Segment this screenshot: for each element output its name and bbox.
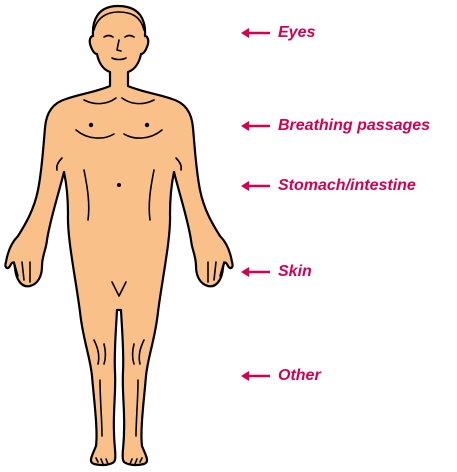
- left-arrow-icon: [240, 26, 270, 40]
- human-body-figure: [0, 0, 240, 467]
- left-arrow-icon: [240, 119, 270, 133]
- label-skin: Skin: [278, 263, 312, 281]
- label-eyes: Eyes: [278, 24, 315, 42]
- label-stomach-intestine: Stomach/intestine: [278, 177, 416, 195]
- human-body-front-icon: [0, 0, 240, 467]
- left-arrow-icon: [240, 179, 270, 193]
- label-breathing-passages: Breathing passages: [278, 117, 430, 135]
- label-other: Other: [278, 367, 321, 385]
- left-arrow-icon: [240, 265, 270, 279]
- label-row-skin: Skin: [240, 260, 312, 284]
- label-row-stomach-intestine: Stomach/intestine: [240, 174, 416, 198]
- label-row-eyes: Eyes: [240, 21, 315, 45]
- label-row-other: Other: [240, 364, 321, 388]
- label-row-breathing-passages: Breathing passages: [240, 114, 430, 138]
- left-arrow-icon: [240, 369, 270, 383]
